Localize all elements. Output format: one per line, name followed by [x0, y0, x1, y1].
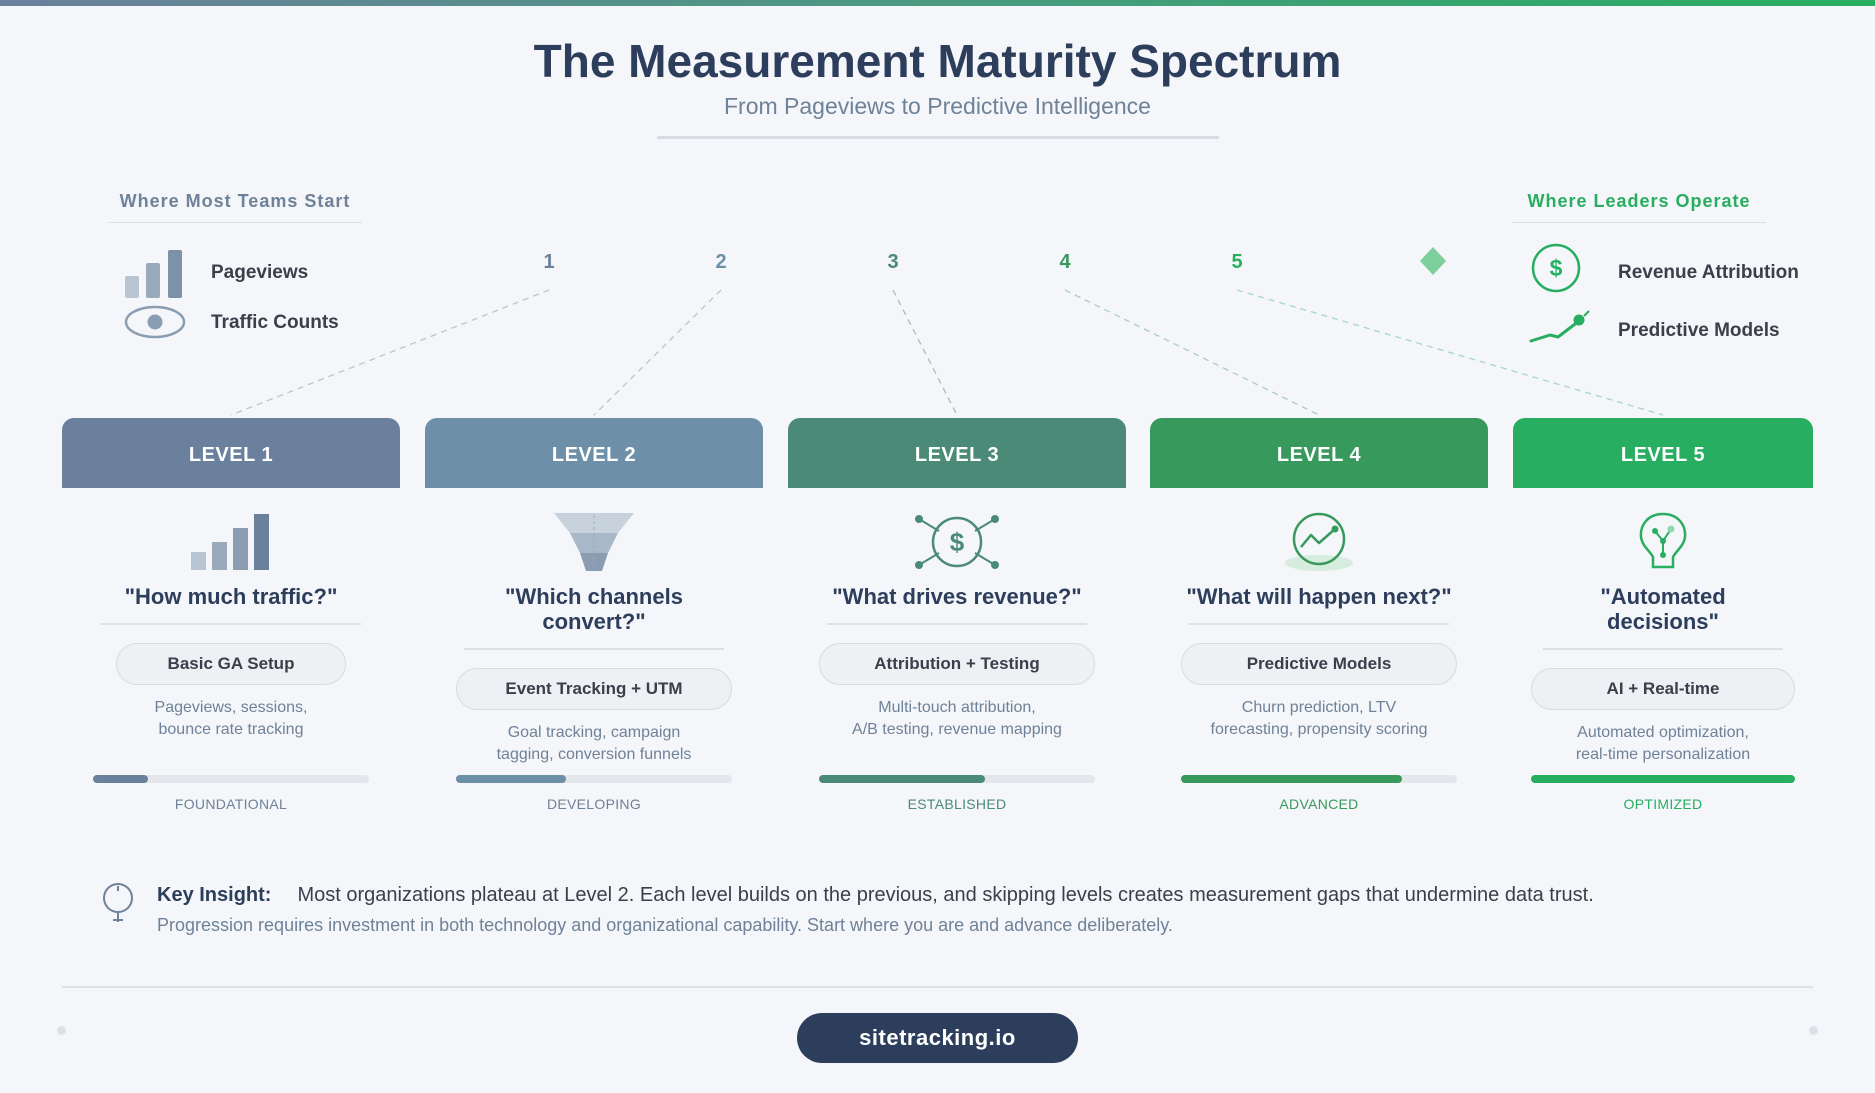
- key-insight: Key Insight: Most organizations plateau a…: [157, 884, 1594, 907]
- dollar-network-icon: $: [915, 515, 999, 569]
- key-insight-text: Most organizations plateau at Level 2. E…: [297, 884, 1594, 906]
- svg-text:$: $: [1550, 255, 1563, 281]
- lightbulb-icon: [103, 883, 133, 922]
- spectrum-marker-3: 3: [887, 251, 898, 273]
- bar-chart-icon: [125, 250, 182, 298]
- level-progress-bar: [1531, 775, 1795, 783]
- footer-dot-right: [1809, 1026, 1818, 1035]
- footer-divider: [62, 986, 1813, 988]
- level-progress-bar: [1181, 775, 1457, 783]
- spectrum-marker-1: 1: [543, 251, 554, 273]
- level-icon-wrap: [62, 488, 400, 584]
- funnel-icon: [554, 513, 634, 571]
- level-progress-fill: [1531, 775, 1795, 783]
- trend-circle-icon: [1285, 512, 1353, 571]
- question-divider: [101, 623, 361, 625]
- left-item-pageviews: Pageviews: [211, 262, 309, 283]
- level-question: "What will happen next?": [1186, 584, 1452, 609]
- footer-dot-left: [57, 1026, 66, 1035]
- level-tab: LEVEL 1: [62, 418, 400, 488]
- question-divider: [1543, 648, 1783, 650]
- connector-line-2: [593, 289, 722, 416]
- svg-text:$: $: [950, 527, 965, 557]
- page-title: The Measurement Maturity Spectrum: [533, 35, 1342, 87]
- question-divider: [464, 648, 724, 650]
- level-desc-line1: Pageviews, sessions,: [154, 698, 308, 716]
- trend-line-icon: [1529, 310, 1590, 343]
- level-icon-wrap: [1513, 488, 1813, 584]
- brain-bulb-icon: [1639, 512, 1687, 569]
- level-progress-fill: [819, 775, 985, 783]
- level-progress-fill: [93, 775, 149, 783]
- level-card-2: LEVEL 2 "Which channels convert?" Event …: [425, 418, 763, 878]
- level-progress-bar: [819, 775, 1095, 783]
- level-card-5: LEVEL 5 "Automated decisions" AI + Real-…: [1513, 418, 1813, 878]
- level-desc-line1: Automated optimization,: [1577, 723, 1749, 741]
- spectrum-marker-4: 4: [1059, 251, 1071, 273]
- level-stage: FOUNDATIONAL: [174, 796, 288, 812]
- level-card-4: LEVEL 4 "What will happen next?" Predict…: [1150, 418, 1488, 878]
- level-desc-line2: tagging, conversion funnels: [496, 745, 692, 763]
- spectrum-marker-5: 5: [1231, 251, 1242, 273]
- left-item-traffic-counts: Traffic Counts: [211, 312, 339, 333]
- level-icon-wrap: $: [788, 488, 1126, 584]
- level-pill: Basic GA Setup: [116, 642, 346, 685]
- level-stage: OPTIMIZED: [1623, 796, 1703, 812]
- level-tab: LEVEL 3: [788, 418, 1126, 488]
- level-question: "Which channels convert?": [505, 584, 683, 634]
- level-pill: AI + Real-time: [1531, 667, 1795, 710]
- eye-icon: [124, 305, 186, 339]
- subtitle-divider: [657, 136, 1219, 139]
- level-question: "What drives revenue?": [832, 584, 1082, 609]
- level-stage: ESTABLISHED: [907, 796, 1007, 812]
- key-insight-label: Key Insight:: [157, 884, 272, 906]
- connector-line-5: [1236, 289, 1664, 416]
- connector-line-1: [230, 289, 550, 416]
- dollar-circle-icon: $: [1531, 243, 1581, 293]
- left-panel-heading: Where Most Teams Start: [108, 191, 362, 223]
- spectrum-connectors: [230, 289, 1664, 416]
- level-question: "How much traffic?": [124, 584, 338, 609]
- level-question: "Automated decisions": [1600, 584, 1726, 634]
- connector-line-4: [1064, 289, 1320, 416]
- level-progress-fill: [456, 775, 567, 783]
- level-pill: Predictive Models: [1181, 642, 1457, 685]
- level-tab: LEVEL 4: [1150, 418, 1488, 488]
- level-desc-line2: A/B testing, revenue mapping: [852, 720, 1062, 738]
- level-stage: ADVANCED: [1279, 796, 1359, 812]
- level-progress-bar: [456, 775, 732, 783]
- level-pill: Attribution + Testing: [819, 642, 1095, 685]
- level-icon-wrap: [1150, 488, 1488, 584]
- level-desc-line1: Goal tracking, campaign: [507, 723, 681, 741]
- level-stage: DEVELOPING: [546, 796, 642, 812]
- level-progress-bar: [93, 775, 369, 783]
- site-link-button[interactable]: sitetracking.io: [797, 1013, 1078, 1063]
- level-card-1: LEVEL 1 "How much traffic?" Basic GA Set…: [62, 418, 400, 878]
- level-desc-line2: forecasting, propensity scoring: [1210, 720, 1428, 738]
- spectrum-marker-2: 2: [715, 251, 726, 273]
- level-desc-line2: real-time personalization: [1575, 745, 1751, 763]
- level-desc-line1: Churn prediction, LTV: [1241, 698, 1397, 716]
- question-divider: [827, 623, 1087, 625]
- level-card-3: LEVEL 3 $ "What drives revenue?" Attribu…: [788, 418, 1126, 878]
- spectrum-end-diamond: [1420, 247, 1446, 275]
- right-item-predictive-models: Predictive Models: [1618, 320, 1780, 341]
- right-item-revenue-attribution: Revenue Attribution: [1618, 262, 1799, 283]
- question-divider: [1189, 623, 1449, 625]
- level-desc-line2: bounce rate tracking: [158, 720, 304, 738]
- spectrum-markers: 1 2 3 4 5: [543, 251, 1242, 273]
- level-tab: LEVEL 5: [1513, 418, 1813, 488]
- key-insight-subtext: Progression requires investment in both …: [157, 915, 1173, 935]
- right-panel-heading: Where Leaders Operate: [1512, 191, 1766, 223]
- level-icon-wrap: [425, 488, 763, 584]
- level-desc-line1: Multi-touch attribution,: [878, 698, 1036, 716]
- connector-line-3: [892, 289, 958, 416]
- page-subtitle: From Pageviews to Predictive Intelligenc…: [724, 93, 1151, 119]
- bar-chart-icon: [191, 514, 269, 570]
- top-accent-bar: [0, 0, 1875, 6]
- level-tab: LEVEL 2: [425, 418, 763, 488]
- spectrum-diagram: 1 2 3 4 5: [230, 247, 1664, 416]
- level-progress-fill: [1181, 775, 1402, 783]
- level-pill: Event Tracking + UTM: [456, 667, 732, 710]
